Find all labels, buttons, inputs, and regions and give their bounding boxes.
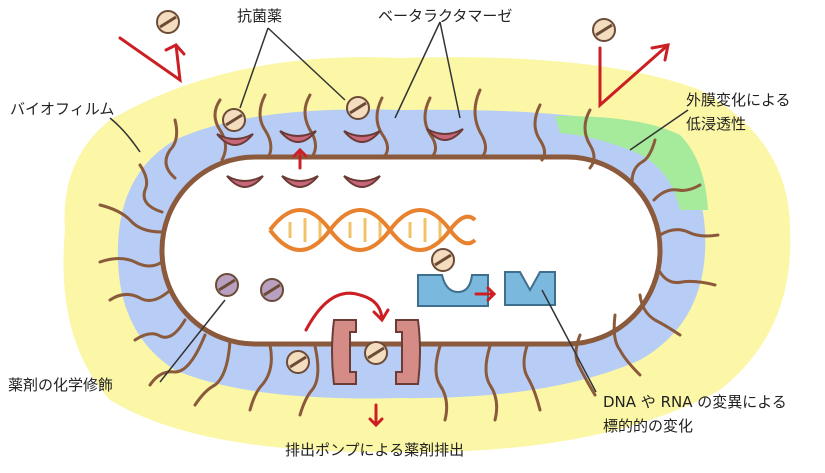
- red-arrows: [118, 36, 670, 428]
- label-outer-membrane-line1: 外膜変化による: [686, 91, 791, 109]
- label-beta-lactamase: ベータラクタマーゼ: [378, 7, 513, 25]
- label-drug-modification: 薬剤の化学修飾: [8, 376, 114, 394]
- pili: [98, 88, 720, 422]
- outer-membrane-change-region: [555, 115, 708, 210]
- label-target-change-line2: 標的的の変化: [603, 417, 694, 435]
- efflux-pump: [331, 319, 421, 385]
- callout-lines: [109, 21, 689, 393]
- dna-helix: [268, 208, 477, 252]
- label-biofilm: バイオフィルム: [10, 100, 115, 118]
- label-target-change-line1: DNA や RNA の変異による: [603, 393, 787, 411]
- label-efflux: 排出ポンプによる薬剤排出: [285, 441, 465, 459]
- label-antibiotic: 抗菌薬: [237, 7, 283, 25]
- label-outer-membrane-line2: 低浸透性: [686, 115, 747, 133]
- target-sites: [417, 271, 556, 307]
